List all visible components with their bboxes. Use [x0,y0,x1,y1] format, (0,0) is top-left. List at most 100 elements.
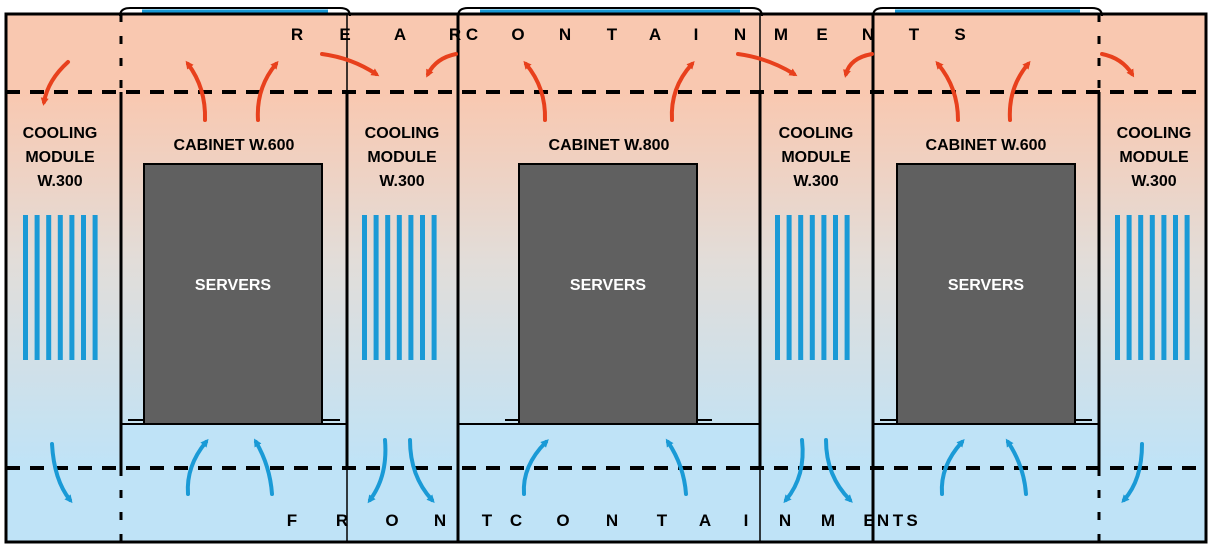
front-containment-letter: E [863,511,874,530]
rear-containment-letter: E [816,25,827,44]
front-containment-letter: T [657,511,668,530]
cooling-coil-bar [775,215,780,360]
rear-containment-letter: N [559,25,571,44]
cooling-coil-bar [798,215,804,360]
hot-air-arrow-icon [426,52,458,78]
svg-text:W.300: W.300 [793,173,838,190]
cooling-coil-bar [431,215,437,360]
hot-airflow-arrows [40,52,1135,122]
svg-text:W.300: W.300 [1131,173,1176,190]
rear-containment-letter: O [511,25,524,44]
front-containment-letter: N [434,511,446,530]
cooling-coil-bar [821,215,827,360]
cooling-coil-bar [1161,215,1167,360]
cooling-coil-bar [408,215,414,360]
cold-air-arrow-icon [783,438,805,504]
hot-air-arrow-icon [320,52,380,77]
rear-door-brackets [119,7,1103,17]
cooling-coil-bar [373,215,379,360]
rear-containment-letter: N [862,25,874,44]
front-cold-zone [6,468,1206,542]
hot-air-arrow-icon [843,52,874,78]
front-containment-letter: N [779,511,791,530]
cooling-coil-bar [362,215,367,360]
cooling-coil-bar [809,215,815,360]
rear-containment-letter: C [466,25,478,44]
rear-containment-letter: T [909,25,920,44]
hot-air-arrow-icon [736,52,798,77]
cooling-coil-bar [786,215,792,360]
cooling-coil-bar [833,215,838,360]
cooling-coil-bar [1149,215,1155,360]
cooling-coil-bar [396,215,402,360]
cold-air-arrow-icon [521,439,549,496]
svg-text:MODULE: MODULE [25,149,95,166]
rear-containment-letter: R [449,25,461,44]
hot-air-arrow-icon [1007,60,1031,122]
server-label-1: SERVERS [195,277,272,294]
cold-air-arrow-icon [185,438,209,496]
cooling-coil-bar [34,215,40,360]
cooling-module-label-2: COOLING MODULE W.300 [365,125,440,190]
rear-containment-letter: A [394,25,406,44]
svg-text:MODULE: MODULE [781,149,851,166]
cooling-module-label-1: COOLING MODULE W.300 [23,125,98,190]
cooling-coil-bar [1173,215,1178,360]
svg-text:COOLING: COOLING [365,125,440,142]
front-containment-letter: C [510,511,522,530]
hot-air-arrow-icon [185,60,208,122]
svg-text:COOLING: COOLING [1117,125,1192,142]
rear-containment-letter: S [954,25,965,44]
cooling-coil-bar [69,215,75,360]
column-dividers [119,14,1101,542]
server-label-2: SERVERS [570,277,647,294]
cooling-coil-bar [1115,215,1120,360]
cabinet-front-band-3 [873,424,1099,468]
hot-air-arrow-icon [523,60,548,122]
front-containment-letter: S [906,511,917,530]
server-block-1 [143,163,323,425]
rear-containment-letter: E [339,25,350,44]
hot-air-arrow-icon [1100,52,1135,78]
front-containment-letter: A [699,511,711,530]
cooling-coil-bar [1184,215,1190,360]
front-containment-letter: F [287,511,297,530]
cold-air-arrow-icon [253,438,274,496]
hot-air-arrow-icon [669,61,695,122]
cabinet-front-band-1 [121,424,347,468]
cabinet-front-band-2 [458,424,760,468]
cooling-coil-bar [57,215,63,360]
rear-containment-letter: R [291,25,303,44]
rear-containment-letter: A [649,25,661,44]
cooling-coil-bar [844,215,850,360]
front-containment-letter: I [744,511,749,530]
rear-containment-letter: I [694,25,699,44]
svg-text:MODULE: MODULE [1119,149,1189,166]
cooling-coil-bar [385,215,391,360]
cooling-coils [23,215,1190,360]
svg-text:W.300: W.300 [379,173,424,190]
hot-air-arrow-icon [40,60,70,106]
thin-dividers [346,14,761,542]
front-containment-letter: R [336,511,348,530]
cooling-coil-bar [23,215,28,360]
cold-air-arrow-icon [665,438,688,496]
cold-air-arrow-icon [939,439,965,496]
hot-air-arrow-icon [935,60,960,122]
cold-airflow-arrows [50,438,1144,504]
cabinet-label-2: CABINET W.800 [549,137,670,154]
cooling-coil-bar [46,215,52,360]
cold-air-arrow-icon [367,438,388,504]
server-block-3 [896,163,1076,425]
rear-containment-letter: M [774,25,788,44]
outer-frame [4,12,1208,544]
front-containment-letter: O [385,511,398,530]
cooling-coil-bar [1138,215,1144,360]
front-containment-letter: N [877,511,889,530]
front-containment-letter: O [556,511,569,530]
cooling-coil-bar [92,215,98,360]
rear-containment-letter: N [734,25,746,44]
